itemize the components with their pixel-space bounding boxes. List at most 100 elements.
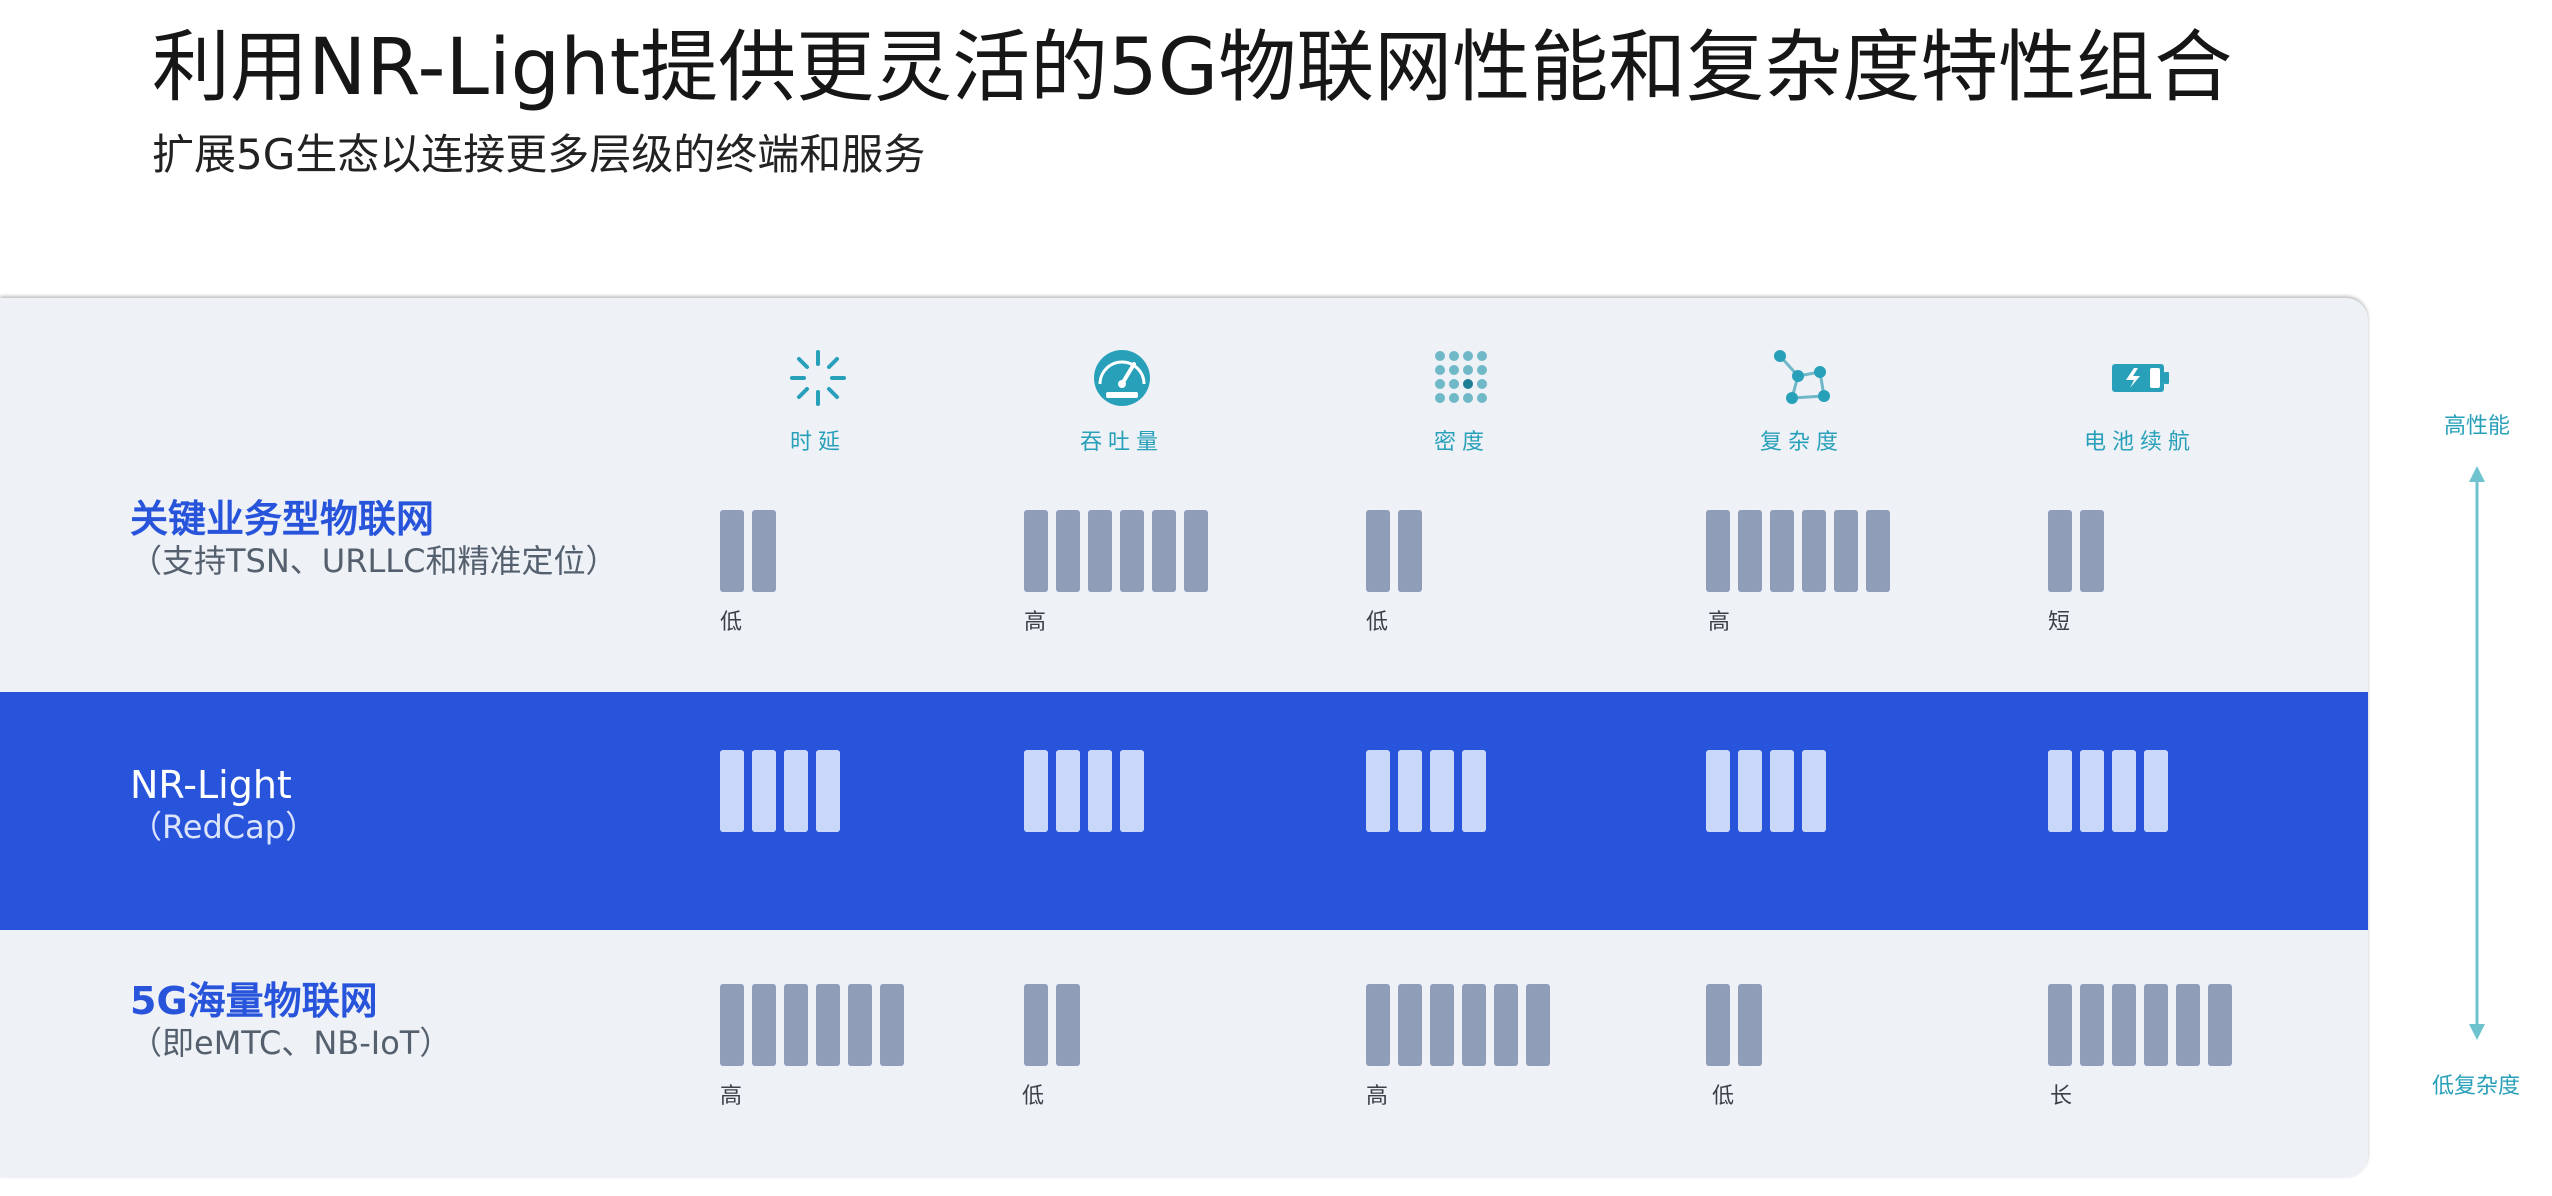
bar-segment (2112, 984, 2136, 1066)
axis-label-low-complexity: 低复杂度 (2432, 1074, 2521, 1099)
bar-segment (1024, 984, 1048, 1066)
double-arrow-icon (2469, 466, 2485, 1040)
bar-caption: 低 (720, 610, 743, 635)
bar-segment (720, 510, 744, 592)
dot-grid-icon (1435, 351, 1487, 403)
bar-segment (2048, 984, 2072, 1066)
bar-segment (1120, 510, 1144, 592)
bar-segment (1088, 510, 1112, 592)
comparison-panel: 时延 吞吐量 密度 (0, 298, 2368, 1178)
bar-segment (1152, 510, 1176, 592)
bar-segment (2144, 750, 2168, 832)
bar-segment (1120, 750, 1144, 832)
row-subtitle: （支持TSN、URLLC和精准定位） (130, 541, 618, 580)
column-header-throughput: 吞吐量 (1032, 346, 1212, 456)
bar-segment (1706, 984, 1730, 1066)
row-label-nr-light: NR-Light （RedCap） (130, 763, 318, 846)
bar-segment (1462, 750, 1486, 832)
bar-group (2048, 750, 2168, 832)
bar-segment (2144, 984, 2168, 1066)
bar-segment (1366, 510, 1390, 592)
row-label-mission-critical-iot: 关键业务型物联网 （支持TSN、URLLC和精准定位） (130, 497, 618, 580)
bar-segment (2080, 984, 2104, 1066)
row-title: 5G海量物联网 (130, 979, 378, 1023)
bar-caption: 高 (720, 1084, 743, 1109)
bar-segment (1802, 750, 1826, 832)
bar-segment (1802, 510, 1826, 592)
row-title: 关键业务型物联网 (130, 497, 435, 541)
bar-segment (2208, 984, 2232, 1066)
bar-segment (2048, 510, 2072, 592)
bar-segment (2112, 750, 2136, 832)
bar-segment (1494, 984, 1518, 1066)
bar-group (1024, 510, 1208, 592)
row-subtitle: （即eMTC、NB-IoT） (130, 1023, 452, 1062)
column-header-battery: 电池续航 (2050, 346, 2230, 456)
column-label-throughput: 吞吐量 (1079, 430, 1164, 455)
row-label-massive-iot: 5G海量物联网 （即eMTC、NB-IoT） (130, 979, 452, 1062)
bar-segment (848, 984, 872, 1066)
bar-segment (2080, 510, 2104, 592)
bar-segment (880, 984, 904, 1066)
bar-segment (752, 510, 776, 592)
bar-segment (1398, 750, 1422, 832)
bar-group (1706, 984, 1762, 1066)
bar-segment (1056, 984, 1080, 1066)
bar-group (1366, 510, 1422, 592)
bar-segment (1366, 984, 1390, 1066)
bar-caption: 高 (1024, 610, 1047, 635)
battery-icon (2112, 364, 2169, 392)
bar-segment (720, 984, 744, 1066)
bar-segment (2048, 750, 2072, 832)
bar-caption: 低 (1366, 610, 1389, 635)
axis-label-high-performance: 高性能 (2444, 414, 2511, 439)
bar-segment (1738, 984, 1762, 1066)
bar-group (1706, 510, 1890, 592)
row-subtitle: （RedCap） (130, 807, 318, 846)
network-nodes-icon (1774, 350, 1830, 404)
bar-group (2048, 984, 2232, 1066)
row-title: NR-Light (130, 763, 292, 807)
bar-caption: 高 (1708, 610, 1731, 635)
bar-group (1024, 750, 1144, 832)
bar-group (720, 510, 776, 592)
bar-segment (1430, 984, 1454, 1066)
column-label-complexity: 复杂度 (1759, 430, 1844, 455)
bar-segment (1430, 750, 1454, 832)
bar-segment (1770, 750, 1794, 832)
bar-segment (2080, 750, 2104, 832)
bar-segment (1738, 510, 1762, 592)
bar-segment (1088, 750, 1112, 832)
bar-segment (1184, 510, 1208, 592)
bar-caption: 短 (2048, 610, 2071, 635)
bar-segment (2176, 984, 2200, 1066)
nr-light-band (0, 692, 2368, 930)
column-header-complexity: 复杂度 (1712, 346, 1892, 456)
bar-segment (1706, 510, 1730, 592)
column-header-latency: 时延 (728, 346, 908, 456)
bar-group (720, 984, 904, 1066)
bar-segment (1866, 510, 1890, 592)
bar-group (2048, 510, 2104, 592)
bar-segment (1398, 984, 1422, 1066)
bar-segment (1834, 510, 1858, 592)
bar-segment (784, 984, 808, 1066)
speedometer-icon (1094, 350, 1150, 406)
bar-segment (1738, 750, 1762, 832)
bar-group (720, 750, 840, 832)
bar-segment (1056, 750, 1080, 832)
latency-icon (790, 350, 846, 406)
bar-segment (1770, 510, 1794, 592)
bar-group (1366, 750, 1486, 832)
page-subtitle: 扩展5G生态以连接更多层级的终端和服务 (152, 130, 926, 179)
bar-segment (1706, 750, 1730, 832)
bar-segment (1398, 510, 1422, 592)
column-label-battery: 电池续航 (2083, 430, 2196, 455)
bar-caption: 长 (2050, 1084, 2073, 1109)
bar-segment (752, 984, 776, 1066)
bar-segment (1526, 984, 1550, 1066)
bar-caption: 低 (1712, 1084, 1735, 1109)
bar-caption: 低 (1022, 1084, 1045, 1109)
bar-segment (752, 750, 776, 832)
page-title: 利用NR-Light提供更灵活的5G物联网性能和复杂度特性组合 (152, 23, 2233, 113)
